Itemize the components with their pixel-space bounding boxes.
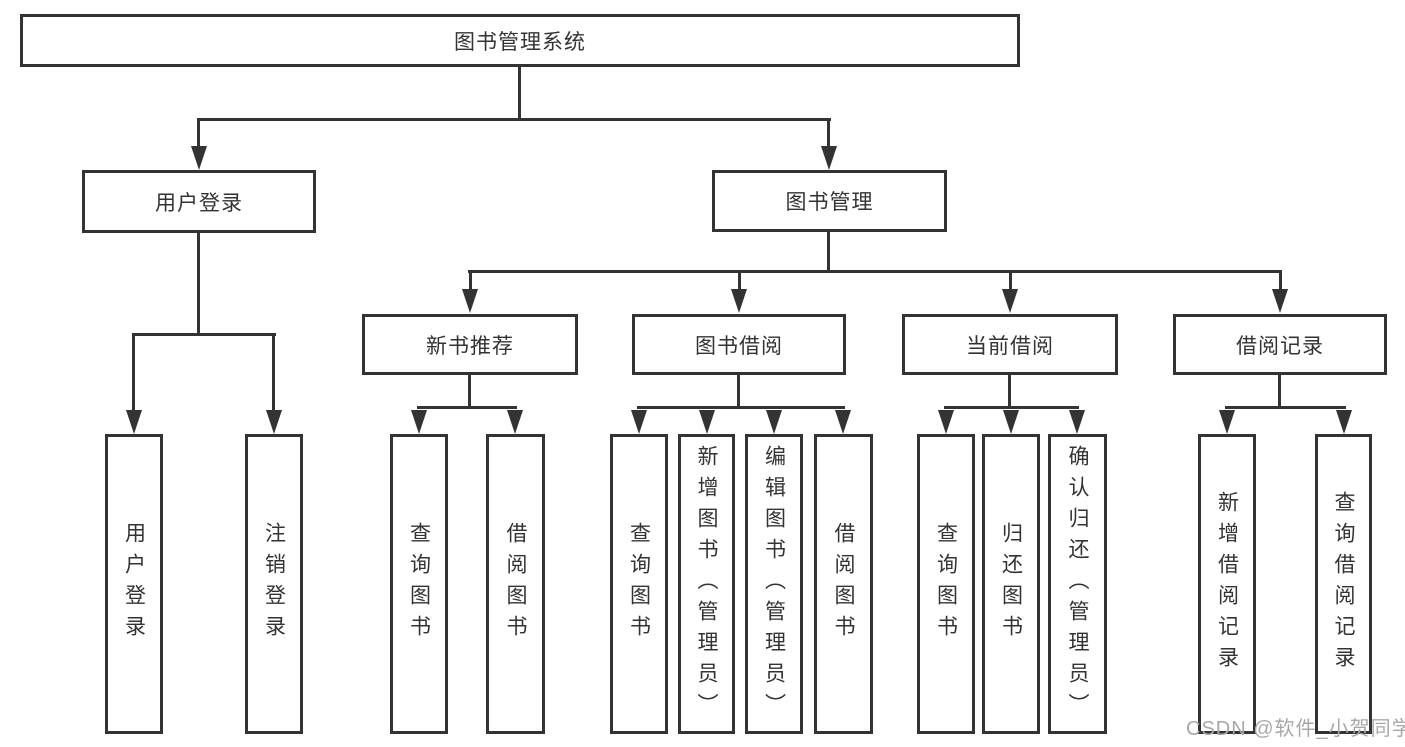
arrowhead-down-icon (699, 410, 715, 434)
leaf-add-books-admin: 新增图书（管理员） (678, 434, 735, 734)
arrowhead-down-icon (1069, 410, 1085, 434)
leaf-recommend-query-books: 查询图书 (390, 434, 448, 734)
connector-book-management-stem (827, 231, 830, 272)
connector-drop-book-management (827, 118, 830, 150)
connector-records-stem (1278, 375, 1281, 408)
leaf-borrowing-query-books: 查询图书 (610, 434, 668, 734)
connector-root-stem (518, 66, 521, 120)
leaf-return-books: 归还图书 (982, 434, 1040, 734)
leaf-current-query-books: 查询图书 (917, 434, 975, 734)
csdn-watermark: CSDN @软件_小贺同学 (1186, 718, 1405, 740)
arrowhead-down-icon (821, 146, 837, 170)
arrowhead-down-icon (631, 410, 647, 434)
connector-book-management-rail (468, 270, 1282, 273)
arrowhead-down-icon (938, 410, 954, 434)
connector-drop-user-login (197, 118, 200, 150)
node-user-login: 用户登录 (82, 170, 316, 233)
arrowhead-down-icon (266, 410, 282, 434)
arrowhead-down-icon (766, 410, 782, 434)
connector-borrowing-rail (637, 406, 845, 409)
arrowhead-down-icon (191, 146, 207, 170)
connector-current-rail (944, 406, 1079, 409)
arrowhead-down-icon (126, 410, 142, 434)
node-current-borrowing: 当前借阅 (902, 314, 1118, 375)
connector-root-rail (197, 118, 831, 121)
connector-user-login-stem (197, 232, 200, 335)
connector-recommend-stem (468, 375, 471, 408)
arrowhead-down-icon (1272, 289, 1288, 313)
connector-records-rail (1225, 406, 1346, 409)
node-library-system: 图书管理系统 (20, 14, 1020, 67)
leaf-query-borrow-record: 查询借阅记录 (1315, 434, 1372, 734)
arrowhead-down-icon (411, 410, 427, 434)
node-borrowing-records: 借阅记录 (1173, 314, 1387, 375)
connector-drop-book-borrowing (738, 270, 741, 290)
leaf-logout: 注销登录 (245, 434, 303, 734)
node-new-book-recommend: 新书推荐 (362, 314, 578, 375)
leaf-confirm-return-admin: 确认归还（管理员） (1048, 434, 1107, 734)
connector-drop-leaf-user-login (132, 333, 135, 413)
leaf-borrowing-borrow-books: 借阅图书 (814, 434, 873, 734)
arrowhead-down-icon (462, 289, 478, 313)
arrowhead-down-icon (507, 410, 523, 434)
connector-user-login-rail (132, 333, 276, 336)
connector-drop-current-borrowing (1009, 270, 1012, 290)
connector-borrowing-stem (737, 375, 740, 408)
leaf-recommend-borrow-books: 借阅图书 (486, 434, 545, 734)
leaf-edit-books-admin: 编辑图书（管理员） (745, 434, 803, 734)
arrowhead-down-icon (1003, 410, 1019, 434)
arrowhead-down-icon (1336, 410, 1352, 434)
connector-drop-borrowing-records (1279, 270, 1282, 290)
arrowhead-down-icon (1219, 410, 1235, 434)
connector-recommend-rail (417, 406, 517, 409)
node-book-management: 图书管理 (712, 170, 947, 232)
connector-drop-leaf-logout (272, 333, 275, 413)
arrowhead-down-icon (835, 410, 851, 434)
leaf-user-login: 用户登录 (105, 434, 163, 734)
connector-drop-new-book-recommend (469, 270, 472, 290)
connector-current-stem (1008, 375, 1011, 408)
node-book-borrowing: 图书借阅 (632, 314, 846, 375)
arrowhead-down-icon (1002, 289, 1018, 313)
arrowhead-down-icon (731, 289, 747, 313)
leaf-add-borrow-record: 新增借阅记录 (1198, 434, 1256, 734)
